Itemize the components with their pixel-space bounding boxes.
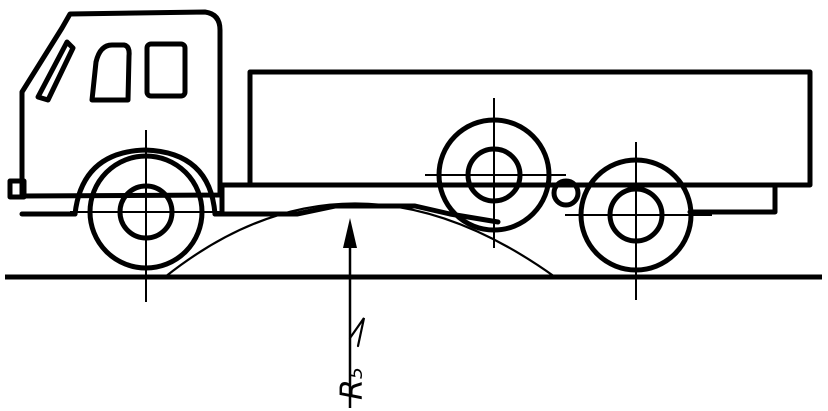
cargo-body [217,69,813,225]
cab-window-right [144,41,188,99]
break-mark [348,317,366,348]
truck-cab [7,9,225,217]
last-rear-wheel [565,142,712,300]
dimension-arrowhead [343,218,357,248]
front-wheel [70,130,222,302]
middle-rear-wheel [425,98,566,248]
radius-dimension: R₅ [335,218,370,408]
axle-hub [551,178,581,208]
windshield [35,39,76,103]
cab-window-left [89,42,132,103]
front-bumper [7,178,27,200]
radius-label: R₅ [335,367,370,400]
